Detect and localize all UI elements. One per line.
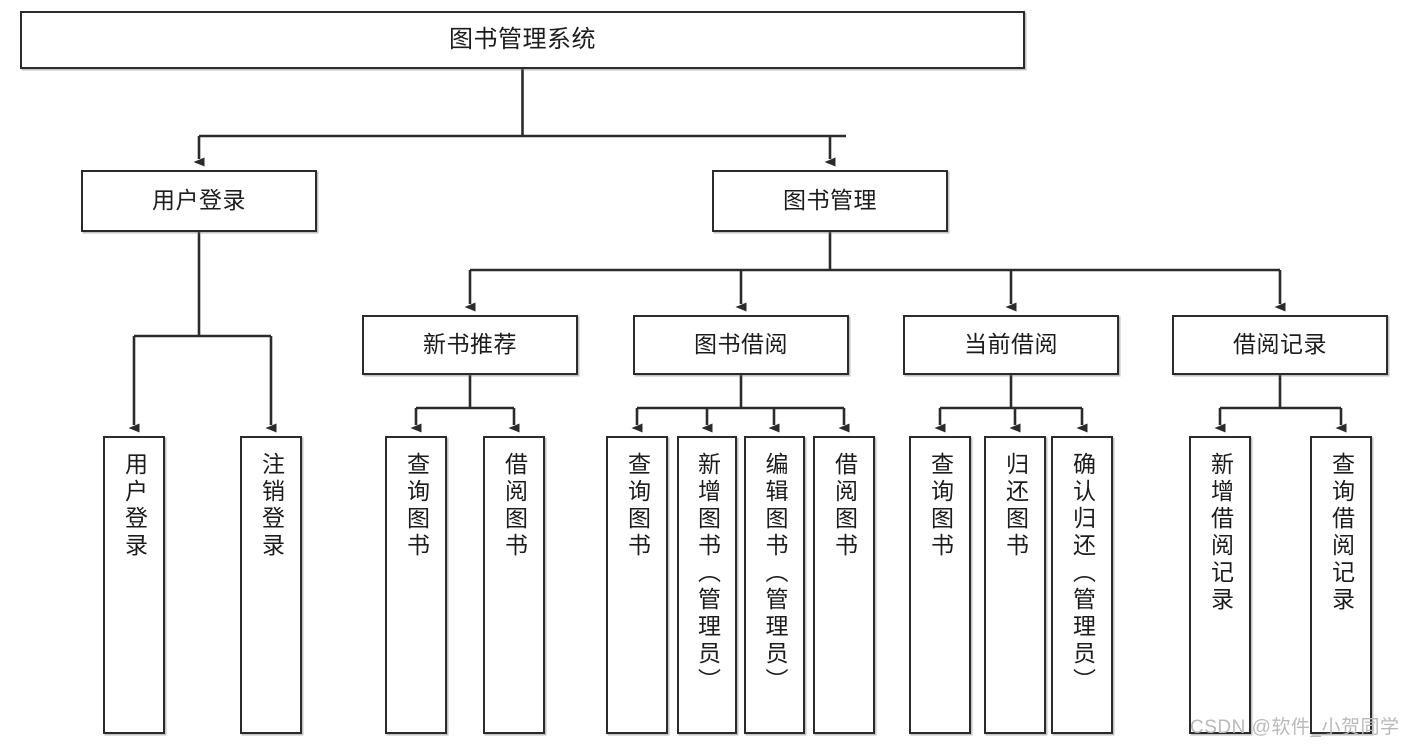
node-leaf-edit-book-admin[interactable]: 编辑图书（管理员） — [744, 436, 805, 734]
node-user-login[interactable]: 用户登录 — [81, 170, 317, 232]
node-leaf-logout-login[interactable]: 注销登录 — [240, 436, 302, 734]
node-current-borrow-label: 当前借阅 — [964, 331, 1058, 358]
node-leaf-user-login-label: 用户登录 — [121, 452, 148, 560]
node-leaf-confirm-return-admin[interactable]: 确认归还（管理员） — [1051, 436, 1113, 734]
node-root[interactable]: 图书管理系统 — [20, 11, 1025, 69]
node-leaf-add-book-admin-label: 新增图书（管理员） — [694, 452, 721, 695]
node-book-manage-label: 图书管理 — [783, 187, 877, 214]
node-leaf-query-book-2-label: 查询图书 — [624, 452, 651, 560]
node-leaf-return-book[interactable]: 归还图书 — [984, 436, 1046, 734]
node-leaf-return-book-label: 归还图书 — [1002, 452, 1029, 560]
node-new-book-recommend[interactable]: 新书推荐 — [362, 315, 578, 375]
node-leaf-borrow-book-2-label: 借阅图书 — [831, 452, 858, 560]
node-leaf-add-borrow-record-label: 新增借阅记录 — [1207, 452, 1234, 614]
node-borrow-record-label: 借阅记录 — [1233, 331, 1327, 358]
node-leaf-borrow-book-1[interactable]: 借阅图书 — [483, 436, 545, 734]
node-leaf-confirm-return-admin-label: 确认归还（管理员） — [1069, 452, 1096, 695]
node-leaf-query-book-3[interactable]: 查询图书 — [909, 436, 971, 734]
node-leaf-query-book-3-label: 查询图书 — [927, 452, 954, 560]
node-current-borrow[interactable]: 当前借阅 — [903, 315, 1119, 375]
node-user-login-label: 用户登录 — [152, 187, 246, 214]
node-book-borrow[interactable]: 图书借阅 — [633, 315, 849, 375]
node-leaf-add-book-admin[interactable]: 新增图书（管理员） — [677, 436, 737, 734]
node-borrow-record[interactable]: 借阅记录 — [1172, 315, 1388, 375]
node-leaf-borrow-book-2[interactable]: 借阅图书 — [813, 436, 875, 734]
node-leaf-query-borrow-record-label: 查询借阅记录 — [1328, 452, 1355, 614]
node-leaf-query-book-1[interactable]: 查询图书 — [385, 436, 447, 734]
node-root-label: 图书管理系统 — [449, 25, 596, 53]
watermark: CSDN @软件_小贺同学 — [1190, 717, 1400, 738]
node-leaf-user-login[interactable]: 用户登录 — [103, 436, 165, 734]
node-leaf-query-book-1-label: 查询图书 — [403, 452, 430, 560]
node-leaf-edit-book-admin-label: 编辑图书（管理员） — [762, 452, 788, 695]
node-book-borrow-label: 图书借阅 — [694, 331, 788, 358]
node-new-book-recommend-label: 新书推荐 — [423, 331, 517, 358]
node-leaf-borrow-book-1-label: 借阅图书 — [501, 452, 528, 560]
node-leaf-query-borrow-record[interactable]: 查询借阅记录 — [1310, 436, 1372, 734]
node-leaf-add-borrow-record[interactable]: 新增借阅记录 — [1189, 436, 1251, 734]
node-leaf-query-book-2[interactable]: 查询图书 — [606, 436, 668, 734]
node-leaf-logout-login-label: 注销登录 — [258, 452, 285, 560]
node-book-manage[interactable]: 图书管理 — [712, 170, 948, 232]
